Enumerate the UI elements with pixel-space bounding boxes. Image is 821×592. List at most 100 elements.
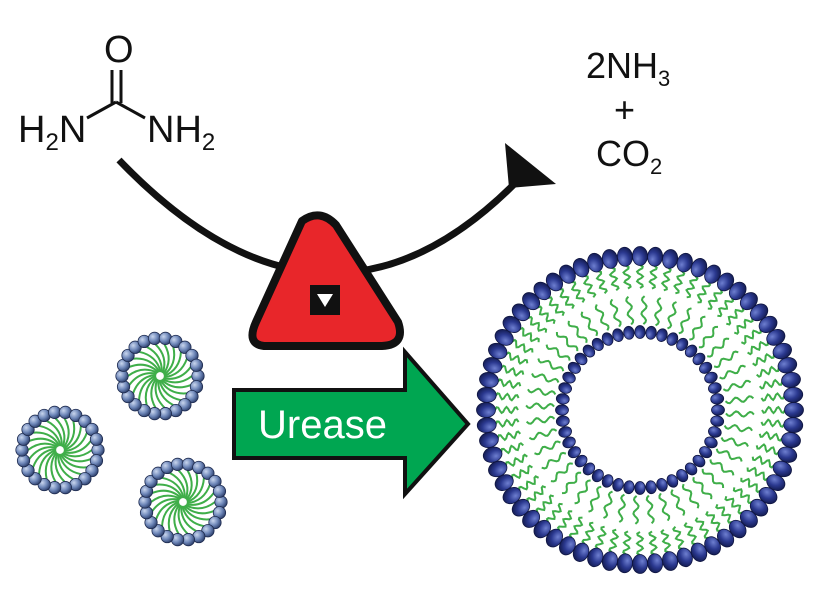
vesicle-inner-head <box>582 344 596 358</box>
micelle-tail <box>155 499 180 520</box>
vesicle-outer-tail <box>505 453 528 468</box>
vesicle-outer-tail <box>496 430 522 442</box>
micelle-tail <box>57 453 74 480</box>
vesicle-inner-tail <box>525 402 555 410</box>
micelle-tail <box>128 372 157 386</box>
micelle-tail <box>128 363 160 374</box>
vesicle-outer-tail <box>635 531 645 556</box>
vesicle-outer-tail <box>715 503 733 524</box>
products: 2NH3 + CO2 <box>586 45 670 179</box>
vesicle-outer-head <box>784 402 804 418</box>
vesicle-inner-head <box>582 462 596 476</box>
urea-right-amine: NH2 <box>147 109 215 156</box>
micelle-tail <box>63 440 92 454</box>
vesicle-outer-tail <box>494 392 520 402</box>
vesicle-outer-head <box>476 402 496 418</box>
micelle-tail <box>162 375 193 384</box>
vesicle-inner-head <box>634 481 646 495</box>
vesicle-inner-head <box>711 404 725 416</box>
vesicle-inner-tail <box>588 485 602 513</box>
micelle-tail <box>54 452 66 483</box>
urea-oxygen: O <box>104 29 134 71</box>
vesicle-inner-head <box>666 474 679 488</box>
vesicle-inner-head <box>555 393 570 405</box>
vesicle-outer-head <box>647 553 664 574</box>
right-arrow-icon <box>232 346 471 500</box>
vesicle-inner-tail <box>580 311 599 337</box>
vesicle-inner-head <box>574 352 588 366</box>
micelle-tail <box>185 501 216 510</box>
urea-structure: O H2N NH2 <box>18 29 215 156</box>
vesicle-inner-tail <box>645 494 655 525</box>
vesicle-inner-head <box>623 480 635 495</box>
vesicle-inner-tail <box>640 295 648 325</box>
micelle-tail <box>182 505 211 521</box>
vesicle-outer-tail <box>518 326 540 343</box>
vesicle-outer-tail <box>570 281 586 303</box>
micelle-tail <box>155 483 184 499</box>
micelle-tail <box>183 504 215 515</box>
vesicle-outer-tail <box>559 288 575 310</box>
vesicle-inner-tail <box>609 298 622 328</box>
vesicle-inner-tail <box>574 479 591 505</box>
vesicle-inner-tail <box>528 428 558 441</box>
vesicle-inner-tail <box>550 462 573 483</box>
vesicle-inner-tail <box>654 297 663 327</box>
vesicle-inner-head <box>692 352 706 366</box>
vesicle-inner-tail <box>603 490 613 519</box>
vesicle-inner-head <box>704 436 718 449</box>
vesicle-outer-head <box>601 249 618 269</box>
vesicle-outer-tail <box>500 364 525 377</box>
vesicle-inner-head <box>710 415 725 427</box>
catalyst-triangle <box>248 211 404 350</box>
micelle-tail <box>167 502 180 532</box>
vesicle-outer-tail <box>705 510 721 532</box>
vesicle-inner-head <box>645 325 657 340</box>
micelle-tail <box>27 442 58 451</box>
vesicle-inner-head <box>601 332 614 346</box>
micelle-tail <box>154 378 166 409</box>
urea-right-bond <box>115 100 146 120</box>
vesicle-inner-head <box>708 426 722 438</box>
vesicle-inner-head <box>710 393 725 405</box>
vesicle-outer-tail <box>494 418 520 428</box>
vesicle-inner-tail <box>715 448 743 462</box>
vesicle-outer-tail <box>595 270 608 294</box>
micelle-tail <box>63 432 88 453</box>
micelle-bottom <box>138 457 228 547</box>
vesicle-outer-tail <box>497 378 522 390</box>
vesicle-outer-tail <box>608 266 620 292</box>
micelle-tail <box>28 446 57 460</box>
vesicle-inner-head <box>645 480 657 495</box>
vesicle-outer-tail <box>594 525 607 550</box>
micelle-tail <box>60 452 92 463</box>
vesicle-outer-tail <box>568 516 584 539</box>
catalyst-symbol <box>248 211 404 350</box>
vesicle-outer-tail <box>505 351 529 365</box>
vesicle-outer-head <box>476 386 497 403</box>
vesicle-outer-tail <box>694 517 710 539</box>
vesicle-inner-head <box>591 469 604 483</box>
micelle-tail <box>163 366 192 380</box>
vesicle-outer-tail <box>673 270 686 295</box>
vesicle-outer-head <box>616 246 633 267</box>
micelle-tail <box>151 498 180 512</box>
vesicle-inner-tail <box>692 477 713 500</box>
micelle-tail <box>38 448 57 475</box>
vesicle-outer-head <box>647 246 664 267</box>
vesicle-outer-head <box>781 371 801 388</box>
vesicle-inner-head <box>676 469 689 483</box>
vesicle-inner-tail <box>719 364 746 380</box>
vesicle-outer-tail <box>761 405 786 415</box>
vesicle-inner-tail <box>594 304 610 331</box>
vesicle-outer-head <box>601 551 618 571</box>
vesicle-outer-tail <box>758 430 783 442</box>
vesicle-outer-head <box>476 417 497 434</box>
vesicle-inner-head <box>708 382 722 394</box>
micelle-tail <box>169 472 186 499</box>
vesicle-outer-tail <box>696 281 712 304</box>
vesicle-inner-head <box>699 361 713 374</box>
vesicle-outer-head <box>479 432 499 449</box>
vesicle-inner-tail <box>567 320 588 343</box>
micelle-tail <box>58 453 82 476</box>
